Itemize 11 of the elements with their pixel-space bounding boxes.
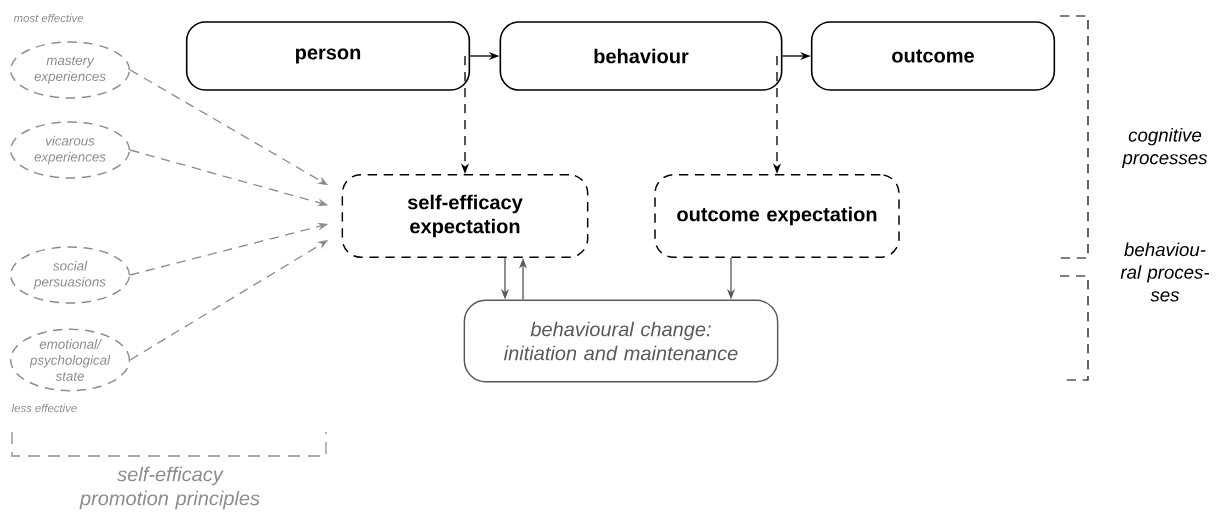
dashed-box: self-efficacy expectation — [341, 173, 589, 259]
bracket-label: behaviou- ral proces- ses — [1120, 242, 1210, 302]
bracket-label: self-efficacy promotion principles — [79, 466, 260, 510]
process-box: outcome — [810, 21, 1056, 91]
process-box: behaviour — [499, 21, 783, 91]
process-box: behavioural change: initiation and maintenance — [463, 299, 779, 383]
scale-label: most effective — [13, 13, 84, 23]
dashed-box: outcome expectation — [654, 173, 900, 259]
bracket-label: cognitive processes — [1122, 127, 1208, 169]
scale-label: less effective — [11, 403, 77, 413]
process-box: person — [185, 21, 471, 91]
